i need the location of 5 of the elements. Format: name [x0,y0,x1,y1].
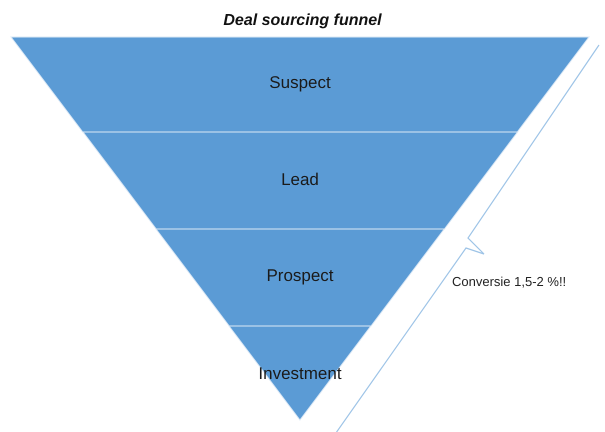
diagram-title: Deal sourcing funnel [222,12,383,30]
stage-label: Prospect [266,266,334,286]
stage-label: Suspect [269,73,331,93]
conversion-note: Conversie 1,5-2 %!! [452,274,566,289]
stage-label: Lead [281,170,319,190]
